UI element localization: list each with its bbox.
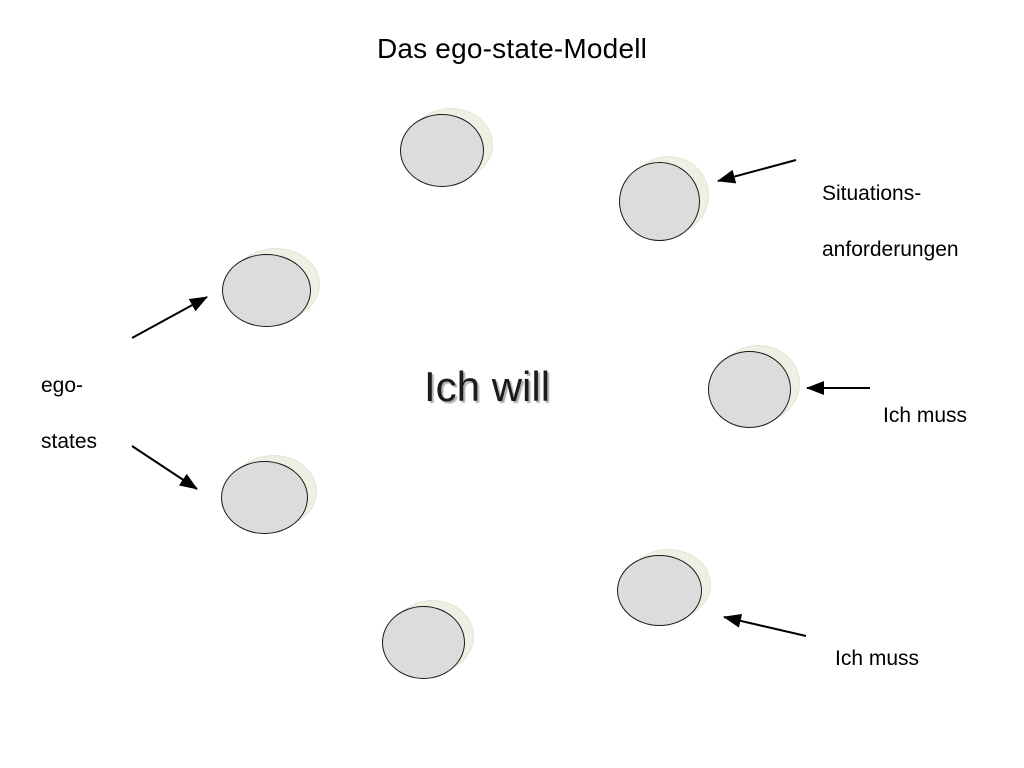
ego-state-node-bottom-center[interactable] [382,606,465,679]
label-ich-muss-middle: Ich muss [883,374,967,430]
label-ich-muss-bottom-text: Ich muss [835,647,920,670]
label-ego-states: ego- states [41,344,181,456]
label-ego-states-line2: states [41,430,98,453]
label-ego-states-line1: ego- [41,374,84,397]
ego-state-node-top-right[interactable] [619,162,700,241]
label-situations-anforderungen: Situations- anforderungen [822,152,1022,264]
label-situations-line2: anforderungen [822,238,959,261]
label-situations-line1: Situations- [822,182,922,205]
page-title: Das ego-state-Modell [376,33,648,64]
label-ich-muss-bottom: Ich muss [835,617,919,673]
ego-state-node-left-upper[interactable] [222,254,311,327]
arrow-to-ich-muss-bottom-node [723,614,807,637]
arrow-to-situations-node [717,159,797,184]
ego-state-node-top-center[interactable] [400,114,484,187]
ego-state-node-right-middle[interactable] [708,351,791,428]
ego-state-node-left-lower[interactable] [221,461,308,534]
label-ich-muss-middle-text: Ich muss [883,404,968,427]
ego-state-node-bottom-right[interactable] [617,555,702,626]
arrow-to-ego-state-upper [131,296,208,339]
center-statement-ich-will: Ich will [424,363,551,410]
